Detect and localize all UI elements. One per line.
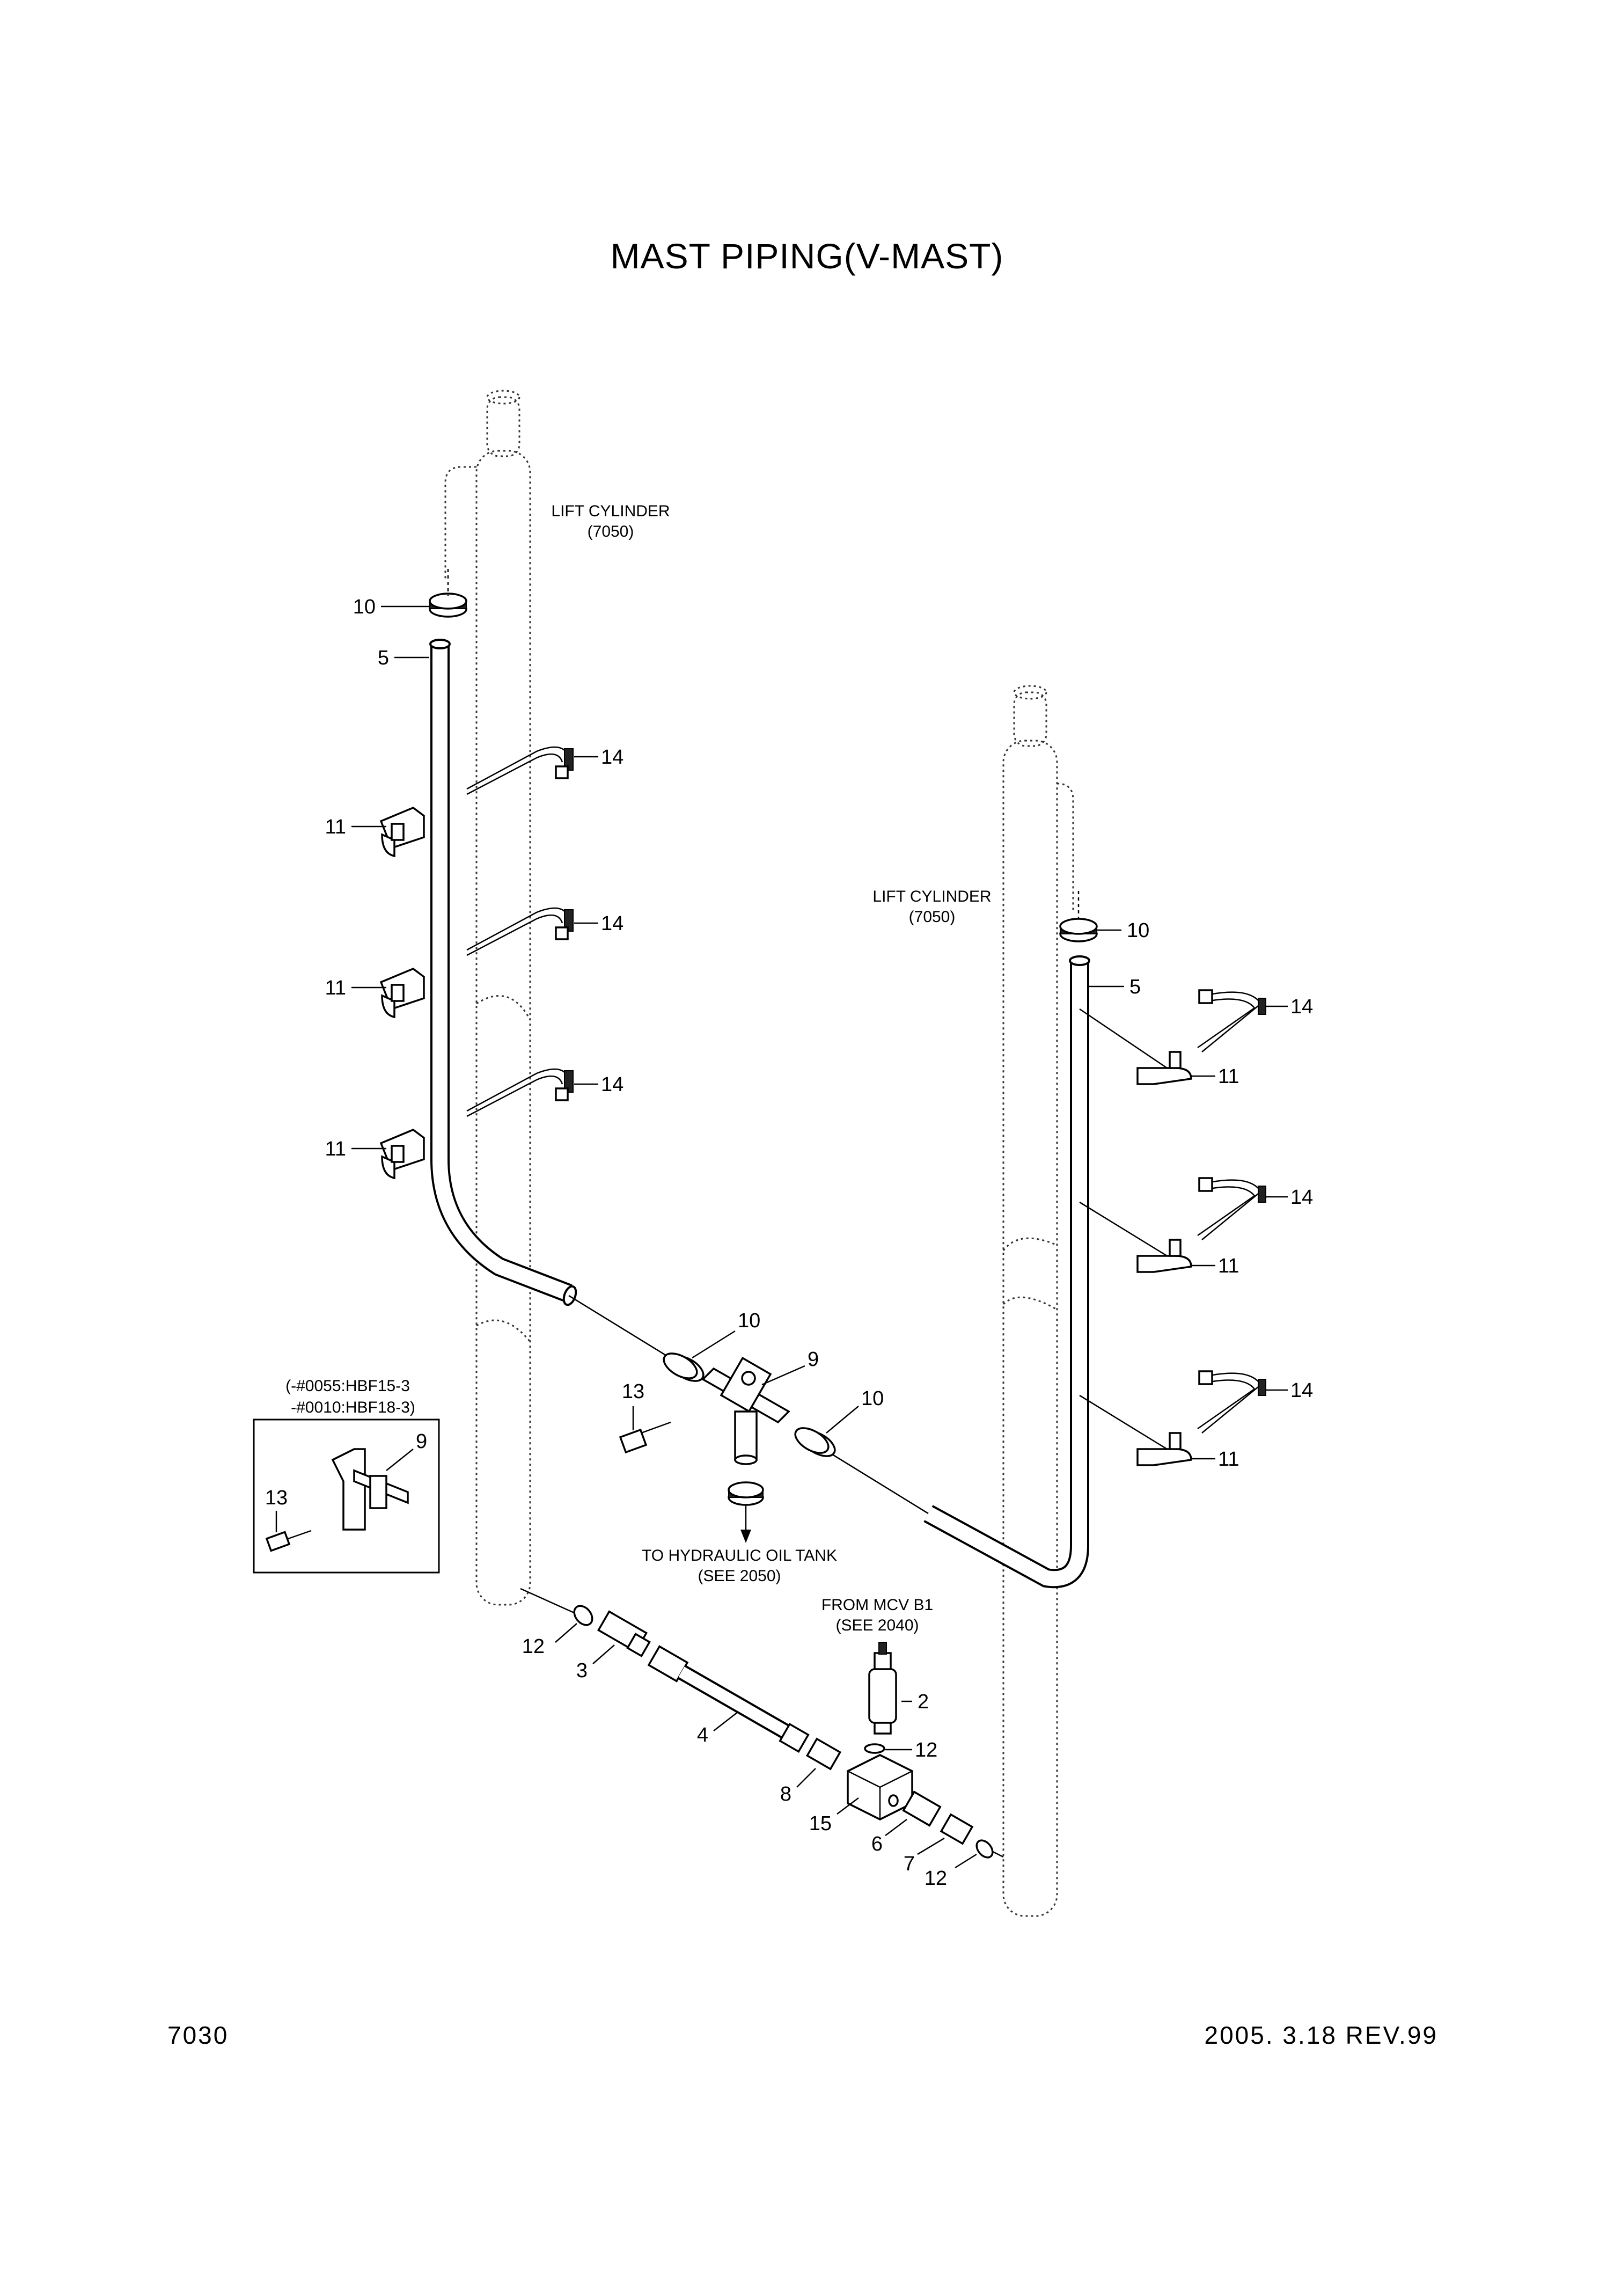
label-14: 14 (601, 912, 623, 935)
hose-assembly-4 (647, 1645, 810, 1753)
left-cable-tie-3 (466, 1068, 574, 1117)
tee-hose-clamp-right (794, 1427, 836, 1457)
to-tank-line1: TO HYDRAULIC OIL TANK (642, 1547, 837, 1564)
lift-cylinder-left-name: LIFT CYLINDER (551, 502, 670, 520)
left-pipe-clamp-1 (379, 807, 425, 858)
to-tank-line2: (SEE 2050) (698, 1567, 781, 1585)
pressure-switch-2 (868, 1642, 897, 1735)
lift-cylinder-right-ref: (7050) (909, 908, 956, 926)
label-12: 12 (522, 1635, 545, 1658)
inset-note-line1: (-#0055:HBF15-3 (285, 1377, 410, 1395)
label-2: 2 (918, 1691, 929, 1713)
right-cable-tie-3 (1197, 1370, 1266, 1434)
right-cable-tie-1 (1197, 989, 1266, 1052)
o-ring-12-left (573, 1605, 593, 1626)
right-pipe-clamp-1 (1079, 1008, 1192, 1085)
label-4: 4 (697, 1724, 708, 1746)
revision-date: 2005. 3.18 REV.99 (1204, 2021, 1438, 2049)
label-6: 6 (871, 1833, 883, 1855)
label-12: 12 (915, 1739, 937, 1761)
right-mast-pipe (923, 955, 1090, 1589)
label-12: 12 (925, 1867, 947, 1890)
right-cable-tie-2 (1197, 1177, 1266, 1240)
inset-detail (253, 1418, 440, 1574)
left-hose-clamp-10 (429, 569, 467, 618)
fitting-7 (940, 1813, 974, 1845)
label-7: 7 (904, 1853, 915, 1875)
label-13: 13 (622, 1380, 644, 1403)
label-10: 10 (353, 596, 376, 618)
right-lift-cylinder (1002, 685, 1074, 1917)
o-ring-12-right (975, 1839, 994, 1859)
page-number: 7030 (167, 2021, 229, 2049)
tee-bottom-clamp (728, 1481, 764, 1543)
label-10: 10 (1127, 919, 1149, 942)
fitting-6 (902, 1790, 942, 1827)
label-14: 14 (1290, 1186, 1313, 1209)
left-mast-pipe (429, 639, 577, 1306)
label-11: 11 (1218, 1255, 1239, 1277)
tee-mounting-bolt-13 (619, 1421, 671, 1454)
left-cable-tie-1 (466, 746, 574, 795)
tee-fitting-9 (701, 1356, 790, 1465)
label-3: 3 (576, 1659, 588, 1682)
right-pipe-clamp-3 (1079, 1394, 1192, 1466)
label-9: 9 (416, 1430, 427, 1453)
right-pipe-clamp-2 (1079, 1201, 1192, 1273)
label-5: 5 (1129, 976, 1141, 998)
label-11: 11 (1218, 1065, 1239, 1088)
label-14: 14 (601, 1073, 623, 1096)
lift-cylinder-right-name: LIFT CYLINDER (872, 888, 991, 905)
o-ring-12-switch (864, 1743, 885, 1754)
left-pipe-clamp-2 (379, 968, 425, 1019)
right-hose-clamp-10 (1059, 891, 1098, 942)
left-cable-tie-2 (466, 907, 574, 956)
block-15 (847, 1754, 913, 1820)
left-pipe-clamp-3 (379, 1129, 425, 1180)
label-14: 14 (1290, 1379, 1313, 1402)
label-10: 10 (861, 1387, 884, 1410)
label-11: 11 (325, 977, 346, 999)
label-14: 14 (1290, 996, 1313, 1018)
label-5: 5 (378, 647, 389, 669)
inset-note-line2: -#0010:HBF18-3) (291, 1399, 415, 1416)
lift-cylinder-left-ref: (7050) (588, 523, 634, 540)
label-11: 11 (325, 816, 346, 838)
from-mcv-line2: (SEE 2040) (835, 1617, 919, 1634)
tee-hose-clamp-left (663, 1352, 705, 1382)
label-11: 11 (1218, 1448, 1239, 1471)
label-9: 9 (808, 1348, 819, 1371)
left-lift-cylinder (444, 390, 531, 1606)
label-14: 14 (601, 746, 623, 769)
connector-3 (597, 1610, 651, 1657)
label-10: 10 (738, 1310, 760, 1332)
label-15: 15 (809, 1812, 832, 1835)
label-13: 13 (265, 1487, 288, 1509)
label-8: 8 (780, 1783, 791, 1805)
label-11: 11 (325, 1138, 346, 1160)
part-number-labels: 10 5 14 11 14 11 14 11 10 5 14 11 14 11 … (265, 596, 1313, 1890)
page-title: MAST PIPING(V-MAST) (611, 236, 1004, 276)
adapter-8 (805, 1737, 842, 1771)
from-mcv-line1: FROM MCV B1 (821, 1596, 933, 1614)
